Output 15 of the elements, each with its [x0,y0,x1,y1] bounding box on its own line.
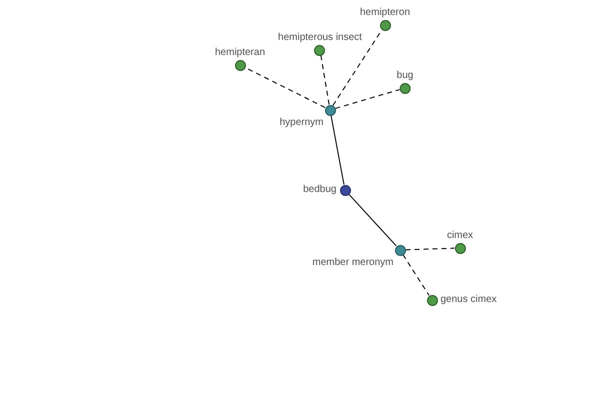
node-label: hypernym [280,116,324,128]
connector-line [330,114,344,186]
node-label: hemipteron [360,6,410,18]
connector-line [405,248,455,250]
node-label: genus cimex [440,294,497,306]
connector-line [348,194,397,246]
node-label: cimex [446,230,474,242]
connector-line [320,54,330,106]
connector-line [334,89,400,109]
node-label: member meronym [312,256,394,268]
node-label: bedbug [303,184,336,196]
connector-line [402,254,430,296]
node-label: bug [396,70,414,82]
node-label: hemipteran [214,46,266,58]
node-label: hemipterous insect [278,32,362,44]
